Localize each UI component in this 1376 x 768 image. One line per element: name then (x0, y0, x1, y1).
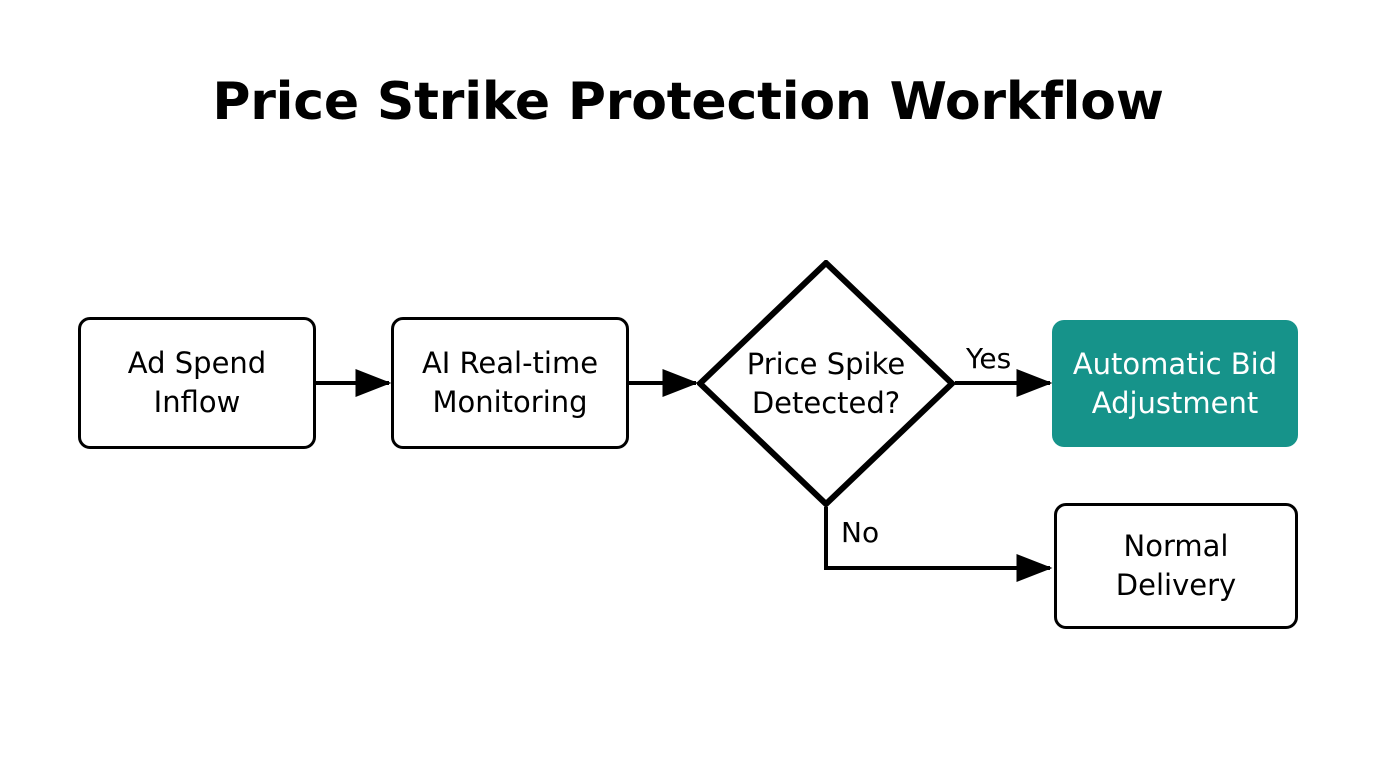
node-label-ad-spend-inflow: Ad Spend Inflow (127, 346, 267, 419)
node-ai-real-time-monitoring[interactable]: AI Real-time Monitoring (391, 317, 629, 449)
edge-label-no: No (841, 516, 880, 549)
node-label-normal-delivery: Normal Delivery (1115, 529, 1237, 602)
node-label-ai-real-time-monitoring: AI Real-time Monitoring (421, 346, 599, 419)
node-label-automatic-bid-adjustment: Automatic Bid Adjustment (1072, 346, 1278, 420)
node-automatic-bid-adjustment[interactable]: Automatic Bid Adjustment (1052, 320, 1298, 447)
page-title: Price Strike Protection Workflow (212, 72, 1164, 132)
diamond-shape (697, 260, 955, 507)
edge-label-yes: Yes (966, 342, 1012, 375)
node-ad-spend-inflow[interactable]: Ad Spend Inflow (78, 317, 316, 449)
node-normal-delivery[interactable]: Normal Delivery (1054, 503, 1298, 629)
node-price-spike-detected[interactable]: Price Spike Detected? (697, 260, 955, 507)
node-label-price-spike-detected: Price Spike Detected? (746, 346, 906, 420)
